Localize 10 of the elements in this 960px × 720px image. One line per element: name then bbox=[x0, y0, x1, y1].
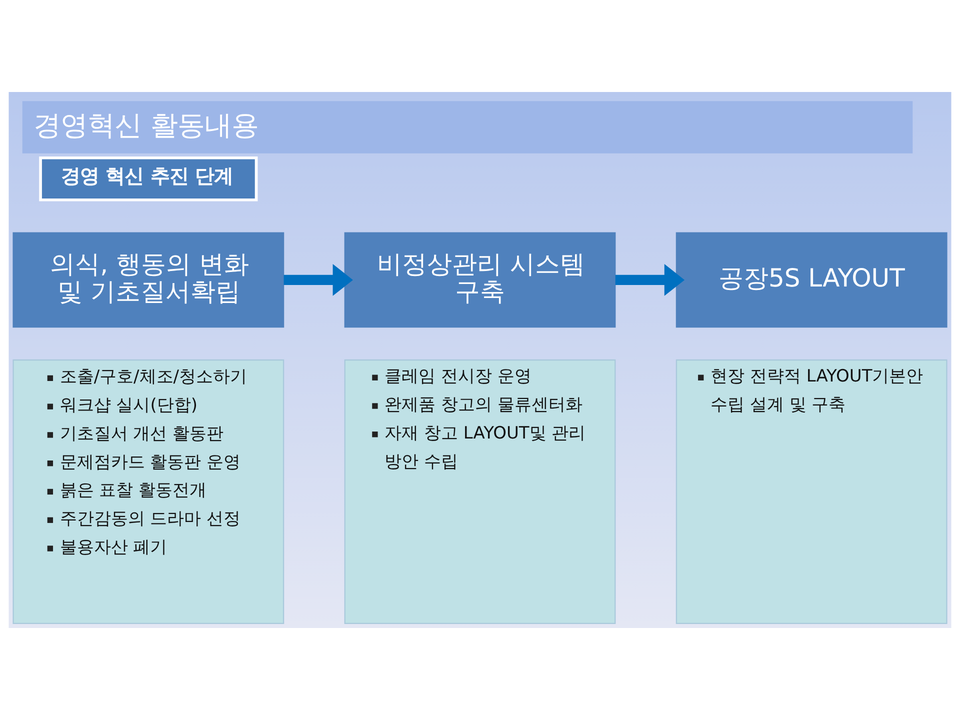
arrow bbox=[615, 264, 685, 296]
diagram-title: 경영혁신 활동내용 bbox=[34, 110, 258, 142]
arrow bbox=[284, 264, 353, 296]
node-box: 비정상관리 시스템 구축 bbox=[344, 232, 616, 328]
node-box: 의식, 행동의 변화 및 기초질서확립 bbox=[12, 232, 284, 328]
node-box: 현장 전략적 LAYOUT기본안 수립 설계 및 구축 bbox=[676, 359, 948, 624]
node-box: 클레임 전시장 운영 완제품 창고의 물류센터화 자재 창고 LAYOUT및 관리 방안 수립 bbox=[344, 359, 616, 624]
node-box: 경영 혁신 추진 단계 bbox=[39, 156, 258, 202]
node-box: 조출/구호/체조/청소하기 워크샵 실시(단합) 기초질서 개선 활동판 문제점카드 활동판 운영 붉은 표찰 활동전개 주간감동의 드라마 선정 불용자산 폐기 bbox=[12, 359, 284, 624]
node-box: 공장5S LAYOUT bbox=[676, 232, 948, 328]
